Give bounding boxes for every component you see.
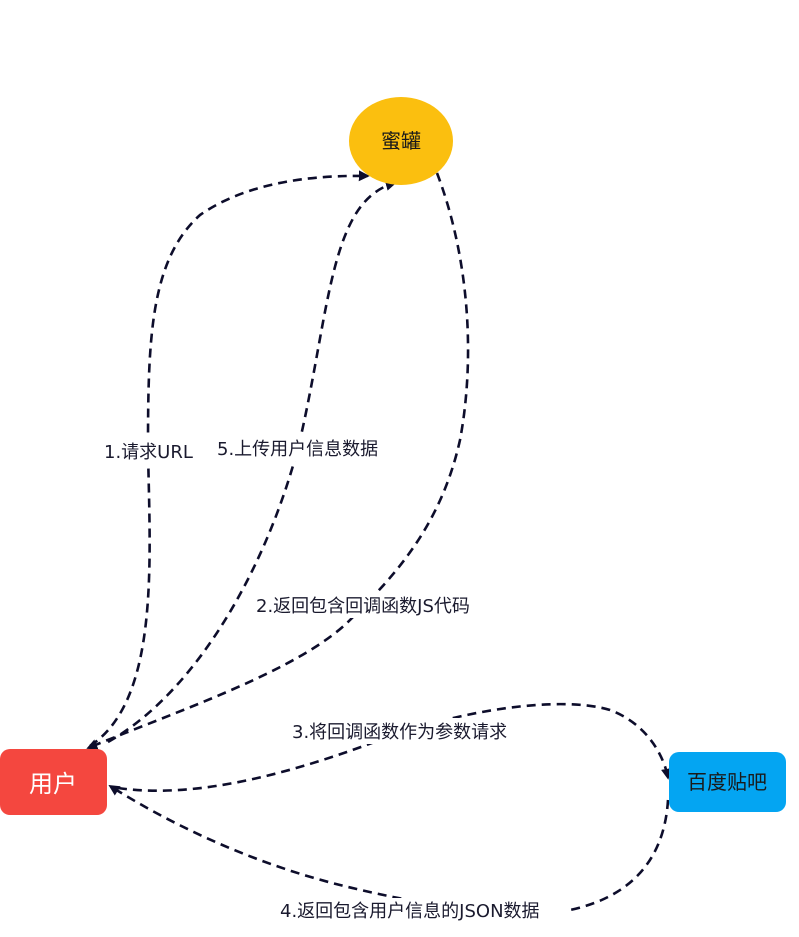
node-tieba: 百度贴吧 (669, 752, 786, 812)
node-user-label: 用户 (29, 770, 77, 798)
edge-1-label: 1.请求URL (104, 442, 193, 463)
edge-3-request-tieba (117, 702, 672, 792)
node-honeypot: 蜜罐 (349, 97, 453, 185)
edge-3-label: 3.将回调函数作为参数请求 (292, 722, 507, 743)
edge-2-label: 2.返回包含回调函数JS代码 (256, 596, 470, 617)
node-honeypot-label: 蜜罐 (381, 129, 421, 153)
node-user: 用户 (0, 749, 107, 815)
edge-4-return-json (108, 784, 670, 914)
edge-2-return-js (86, 172, 470, 750)
edge-5-label: 5.上传用户信息数据 (217, 439, 378, 460)
edge-1-request-url (89, 170, 370, 748)
node-tieba-label: 百度贴吧 (687, 770, 767, 794)
edge-4-label: 4.返回包含用户信息的JSON数据 (280, 901, 540, 922)
